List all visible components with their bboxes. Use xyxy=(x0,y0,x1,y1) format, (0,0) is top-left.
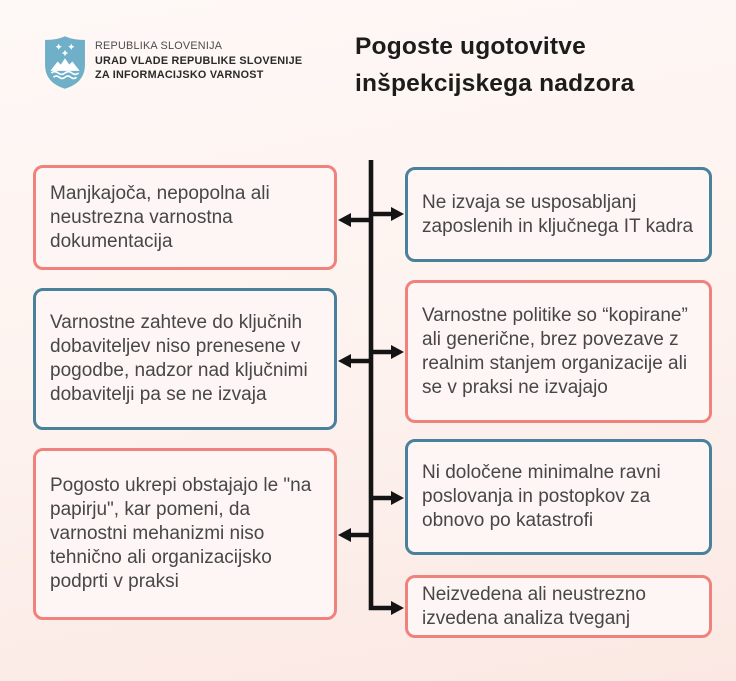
finding-box-copied-policies: Varnostne politike so “kopirane” ali gen… xyxy=(405,280,712,423)
finding-box-supplier-requirements: Varnostne zahteve do ključnih dobavitelj… xyxy=(33,288,337,430)
government-office-name: REPUBLIKA SLOVENIJA URAD VLADE REPUBLIKE… xyxy=(95,39,302,83)
finding-text: Varnostne zahteve do ključnih dobavitelj… xyxy=(50,312,308,405)
finding-box-no-training: Ne izvaja se usposabljanj zaposlenih in … xyxy=(405,167,712,262)
finding-text: Ni določene minimalne ravni poslovanja i… xyxy=(422,462,661,531)
finding-text: Neizvedena ali neustrezno izvedena anali… xyxy=(422,583,646,629)
page-title-line-1: Pogoste ugotovitve xyxy=(355,33,586,60)
logo-line-infosec: ZA INFORMACIJSKO VARNOST xyxy=(95,69,264,81)
finding-box-missing-documentation: Manjkajoča, nepopolna ali neustrezna var… xyxy=(33,165,337,270)
finding-box-measures-on-paper: Pogosto ukrepi obstajajo le "na papirju"… xyxy=(33,448,337,620)
finding-text: Manjkajoča, nepopolna ali neustrezna var… xyxy=(50,182,270,252)
logo-line-office: URAD VLADE REPUBLIKE SLOVENIJE xyxy=(95,54,303,67)
page-title: Pogoste ugotovitve inšpekcijskega nadzor… xyxy=(355,28,715,102)
finding-text: Ne izvaja se usposabljanj zaposlenih in … xyxy=(422,191,694,237)
finding-box-risk-analysis: Neizvedena ali neustrezno izvedena anali… xyxy=(405,575,712,638)
finding-box-no-recovery-procedures: Ni določene minimalne ravni poslovanja i… xyxy=(405,439,712,555)
page-title-line-2: inšpekcijskega nadzora xyxy=(355,70,635,97)
finding-text: Varnostne politike so “kopirane” ali gen… xyxy=(422,304,688,398)
logo-line-republic: REPUBLIKA SLOVENIJA xyxy=(95,40,223,52)
slovenia-coat-of-arms-icon xyxy=(45,36,85,89)
finding-text: Pogosto ukrepi obstajajo le "na papirju"… xyxy=(50,475,312,592)
